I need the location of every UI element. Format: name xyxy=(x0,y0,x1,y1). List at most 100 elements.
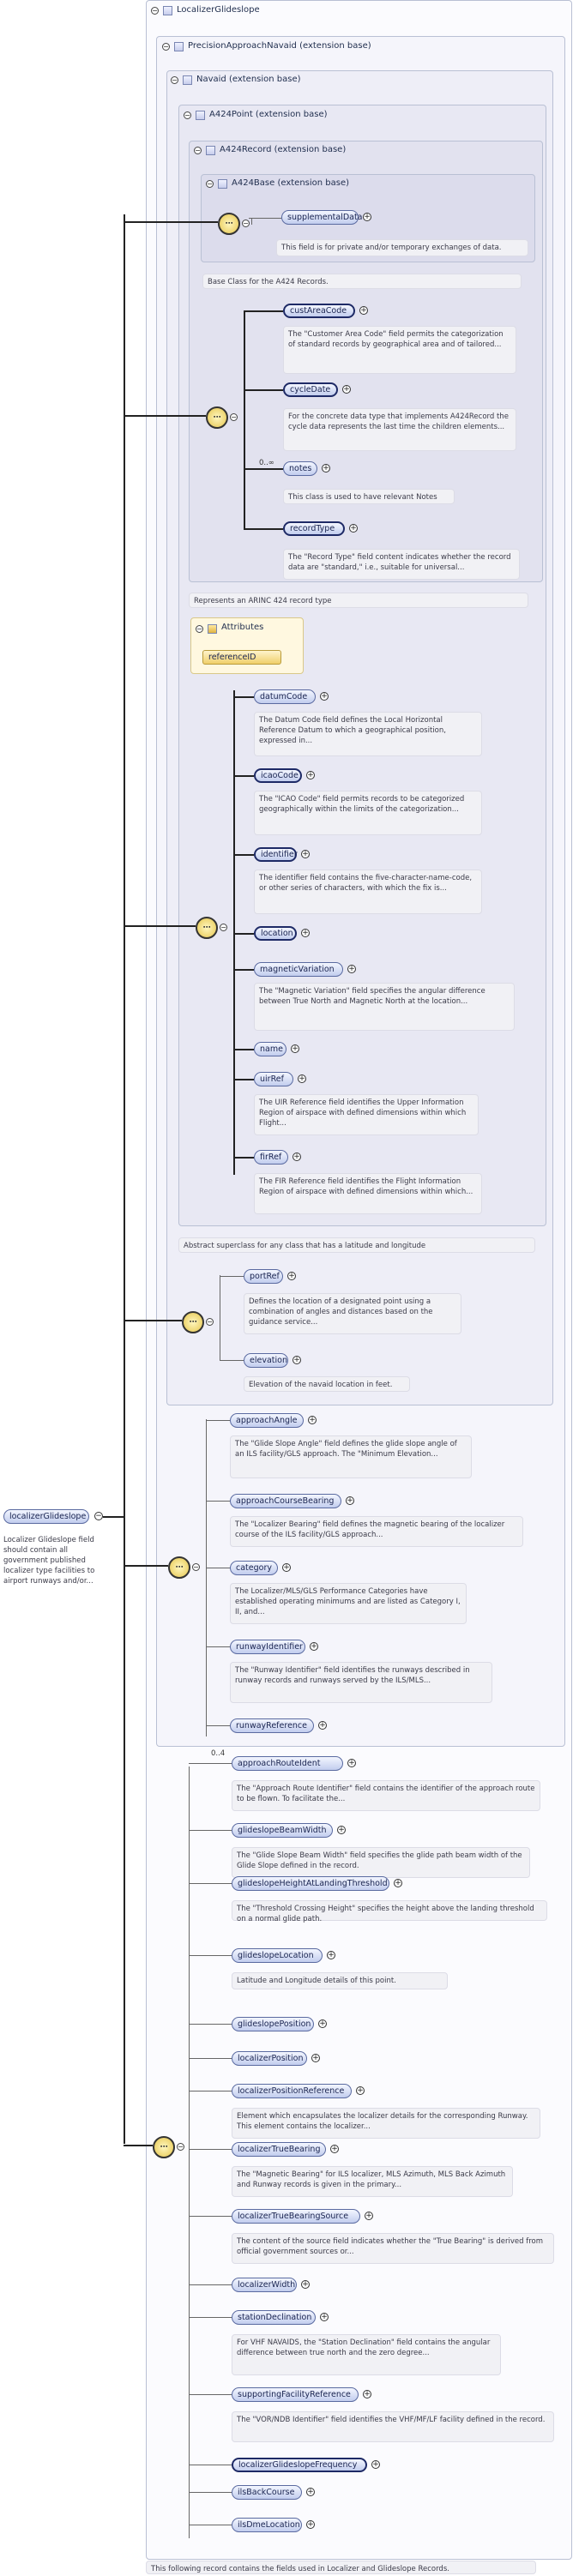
spine-to-point xyxy=(124,925,196,927)
precision-category-element[interactable]: category xyxy=(230,1561,278,1575)
a424point-datumCode-element[interactable]: datumCode xyxy=(254,689,316,704)
local-ilsBackCourse-element[interactable]: ilsBackCourse xyxy=(232,2485,302,2500)
a424record-recordType-element-expand-icon[interactable]: + xyxy=(349,524,358,533)
precision-approachCourseBearing-element-expand-icon[interactable]: + xyxy=(346,1496,354,1505)
local-supportingFacilityReference-element-expand-icon[interactable]: + xyxy=(363,2390,371,2398)
a424record-recordType-element[interactable]: recordType xyxy=(283,521,345,536)
a424point-sequence-toggle[interactable]: − xyxy=(220,924,227,931)
a424point-magneticVariation-element-expand-icon[interactable]: + xyxy=(347,965,356,973)
local-supportingFacilityReference-element[interactable]: supportingFacilityReference xyxy=(232,2387,359,2402)
a424point-magneticVariation-element[interactable]: magneticVariation xyxy=(254,962,343,977)
precision-runwayReference-element[interactable]: runwayReference xyxy=(230,1718,314,1733)
a424base-sequence-toggle[interactable]: − xyxy=(242,220,250,227)
local-ilsDmeLocation-element-expand-icon[interactable]: + xyxy=(306,2520,315,2529)
a424record-custAreaCode-element[interactable]: custAreaCode xyxy=(283,304,355,318)
a424record-cycleDate-element[interactable]: cycleDate xyxy=(283,382,338,397)
local-approachRouteIdent-element[interactable]: approachRouteIdent xyxy=(232,1756,343,1771)
precision-category-element-expand-icon[interactable]: + xyxy=(282,1563,291,1572)
navaid-sequence-toggle[interactable]: − xyxy=(206,1318,214,1326)
a424record-sequence-toggle[interactable]: − xyxy=(230,413,238,421)
local-localizerTrueBearingSource-element[interactable]: localizerTrueBearingSource xyxy=(232,2209,360,2224)
local-localizerTrueBearingSource-element-expand-icon[interactable]: + xyxy=(365,2212,373,2220)
localizer-sequence[interactable]: ⋯ xyxy=(153,2136,175,2158)
supplementaldata-element[interactable]: supplementalData xyxy=(281,210,363,225)
a424point-identifier-element-expand-icon[interactable]: + xyxy=(301,850,310,858)
precision-branch-3 xyxy=(206,1646,230,1647)
spine-to-record xyxy=(124,415,206,417)
a424record-sequence[interactable]: ⋯ xyxy=(206,406,228,429)
a424point-collapse-toggle[interactable]: − xyxy=(184,111,191,119)
precision-runwayIdentifier-element[interactable]: runwayIdentifier xyxy=(230,1640,305,1654)
local-ilsBackCourse-element-expand-icon[interactable]: + xyxy=(306,2488,315,2496)
a424base-sequence[interactable]: ⋯ xyxy=(218,213,240,235)
precision-approachCourseBearing-element[interactable]: approachCourseBearing xyxy=(230,1494,341,1508)
a424point-location-element[interactable]: location xyxy=(254,926,297,941)
local-localizerWidth-element-expand-icon[interactable]: + xyxy=(301,2280,310,2289)
a424point-identifier-element[interactable]: identifier xyxy=(254,847,298,862)
a424point-icaoCode-element[interactable]: icaoCode xyxy=(254,768,302,783)
navaid-sequence[interactable]: ⋯ xyxy=(182,1311,204,1333)
precision-approach-collapse-toggle[interactable]: − xyxy=(162,43,170,51)
navaid-elevation-element-expand-icon[interactable]: + xyxy=(293,1356,301,1364)
precision-approach-type-icon xyxy=(174,42,184,51)
local-localizerPositionReference-element[interactable]: localizerPositionReference xyxy=(232,2084,352,2098)
a424point-location-element-expand-icon[interactable]: + xyxy=(301,929,310,937)
a424record-cycleDate-element-expand-icon[interactable]: + xyxy=(342,385,351,394)
a424point-sequence[interactable]: ⋯ xyxy=(196,917,218,939)
local-localizerTrueBearing-element[interactable]: localizerTrueBearing xyxy=(232,2142,326,2157)
a424point-name-element-expand-icon[interactable]: + xyxy=(291,1044,299,1053)
precision-sequence[interactable]: ⋯ xyxy=(168,1556,190,1579)
a424point-uirRef-element-expand-icon[interactable]: + xyxy=(298,1074,306,1083)
navaid-portref-element[interactable]: portRef xyxy=(244,1269,283,1284)
localizer-glideslope-element[interactable]: localizerGlideslope xyxy=(3,1509,89,1524)
local-glideslopePosition-element-expand-icon[interactable]: + xyxy=(318,2019,327,2028)
local-localizerPositionReference-element-expand-icon[interactable]: + xyxy=(356,2086,365,2095)
referenceid-attribute[interactable]: referenceID xyxy=(202,650,281,665)
a424base-collapse-toggle[interactable]: − xyxy=(206,180,214,188)
local-branch-7 xyxy=(189,2149,232,2150)
local-glideslopeHeightAtLandingThreshold-element[interactable]: glideslopeHeightAtLandingThreshold xyxy=(232,1876,389,1891)
precision-branch-1 xyxy=(206,1501,230,1502)
local-glideslopeBeamWidth-element[interactable]: glideslopeBeamWidth xyxy=(232,1823,333,1838)
supplementaldata-element-expand-icon[interactable]: + xyxy=(363,213,371,221)
local-localizerGlideslopeFrequency-element-expand-icon[interactable]: + xyxy=(371,2460,380,2469)
local-localizerPosition-element-expand-icon[interactable]: + xyxy=(311,2054,320,2062)
a424record-collapse-toggle[interactable]: − xyxy=(194,147,202,154)
local-ilsDmeLocation-element[interactable]: ilsDmeLocation xyxy=(232,2518,302,2532)
a424point-icaoCode-element-expand-icon[interactable]: + xyxy=(306,771,315,779)
precision-approachAngle-element-expand-icon[interactable]: + xyxy=(308,1416,317,1424)
precision-sequence-toggle[interactable]: − xyxy=(192,1563,200,1571)
a424point-uirRef-element[interactable]: uirRef xyxy=(254,1072,293,1086)
local-glideslopePosition-element[interactable]: glideslopePosition xyxy=(232,2017,314,2031)
navaid-collapse-toggle[interactable]: − xyxy=(171,76,178,84)
local-glideslopeLocation-element[interactable]: glideslopeLocation xyxy=(232,1948,323,1963)
a424point-datumCode-element-expand-icon[interactable]: + xyxy=(320,692,329,701)
a424point-name-element[interactable]: name xyxy=(254,1042,286,1056)
navaid-branch-0 xyxy=(220,1276,244,1277)
local-localizerTrueBearing-element-expand-icon[interactable]: + xyxy=(330,2145,339,2153)
local-localizerGlideslopeFrequency-element[interactable]: localizerGlideslopeFrequency xyxy=(232,2458,367,2472)
root-expand-icon[interactable]: − xyxy=(94,1512,103,1520)
local-approachRouteIdent-element-expand-icon[interactable]: + xyxy=(347,1759,356,1767)
localizer-glideslope-collapse-toggle[interactable]: − xyxy=(151,7,159,15)
precision-approachAngle-element[interactable]: approachAngle xyxy=(230,1413,304,1428)
a424point-firRef-element-expand-icon[interactable]: + xyxy=(293,1153,301,1161)
localizer-sequence-toggle[interactable]: − xyxy=(177,2143,184,2151)
local-localizerPosition-element[interactable]: localizerPosition xyxy=(232,2051,307,2066)
attributes-toggle[interactable]: − xyxy=(196,625,203,633)
local-glideslopeLocation-element-expand-icon[interactable]: + xyxy=(327,1951,335,1959)
local-localizerWidth-element[interactable]: localizerWidth xyxy=(232,2278,297,2292)
a424record-custAreaCode-element-expand-icon[interactable]: + xyxy=(359,306,368,315)
a424record-notes-element[interactable]: notes xyxy=(283,461,317,476)
local-localizerTrueBearingSource-desc: The content of the source field indicate… xyxy=(232,2233,554,2264)
local-glideslopeBeamWidth-element-expand-icon[interactable]: + xyxy=(337,1826,346,1834)
navaid-portref-element-expand-icon[interactable]: + xyxy=(287,1272,296,1280)
navaid-elevation-element[interactable]: elevation xyxy=(244,1353,288,1368)
a424record-notes-element-expand-icon[interactable]: + xyxy=(322,464,330,472)
local-stationDeclination-element[interactable]: stationDeclination xyxy=(232,2310,316,2325)
a424point-firRef-element[interactable]: firRef xyxy=(254,1150,288,1165)
precision-runwayReference-element-expand-icon[interactable]: + xyxy=(318,1721,327,1730)
precision-runwayIdentifier-element-expand-icon[interactable]: + xyxy=(310,1642,318,1651)
local-stationDeclination-element-expand-icon[interactable]: + xyxy=(320,2313,329,2321)
local-glideslopeHeightAtLandingThreshold-element-expand-icon[interactable]: + xyxy=(394,1879,402,1887)
